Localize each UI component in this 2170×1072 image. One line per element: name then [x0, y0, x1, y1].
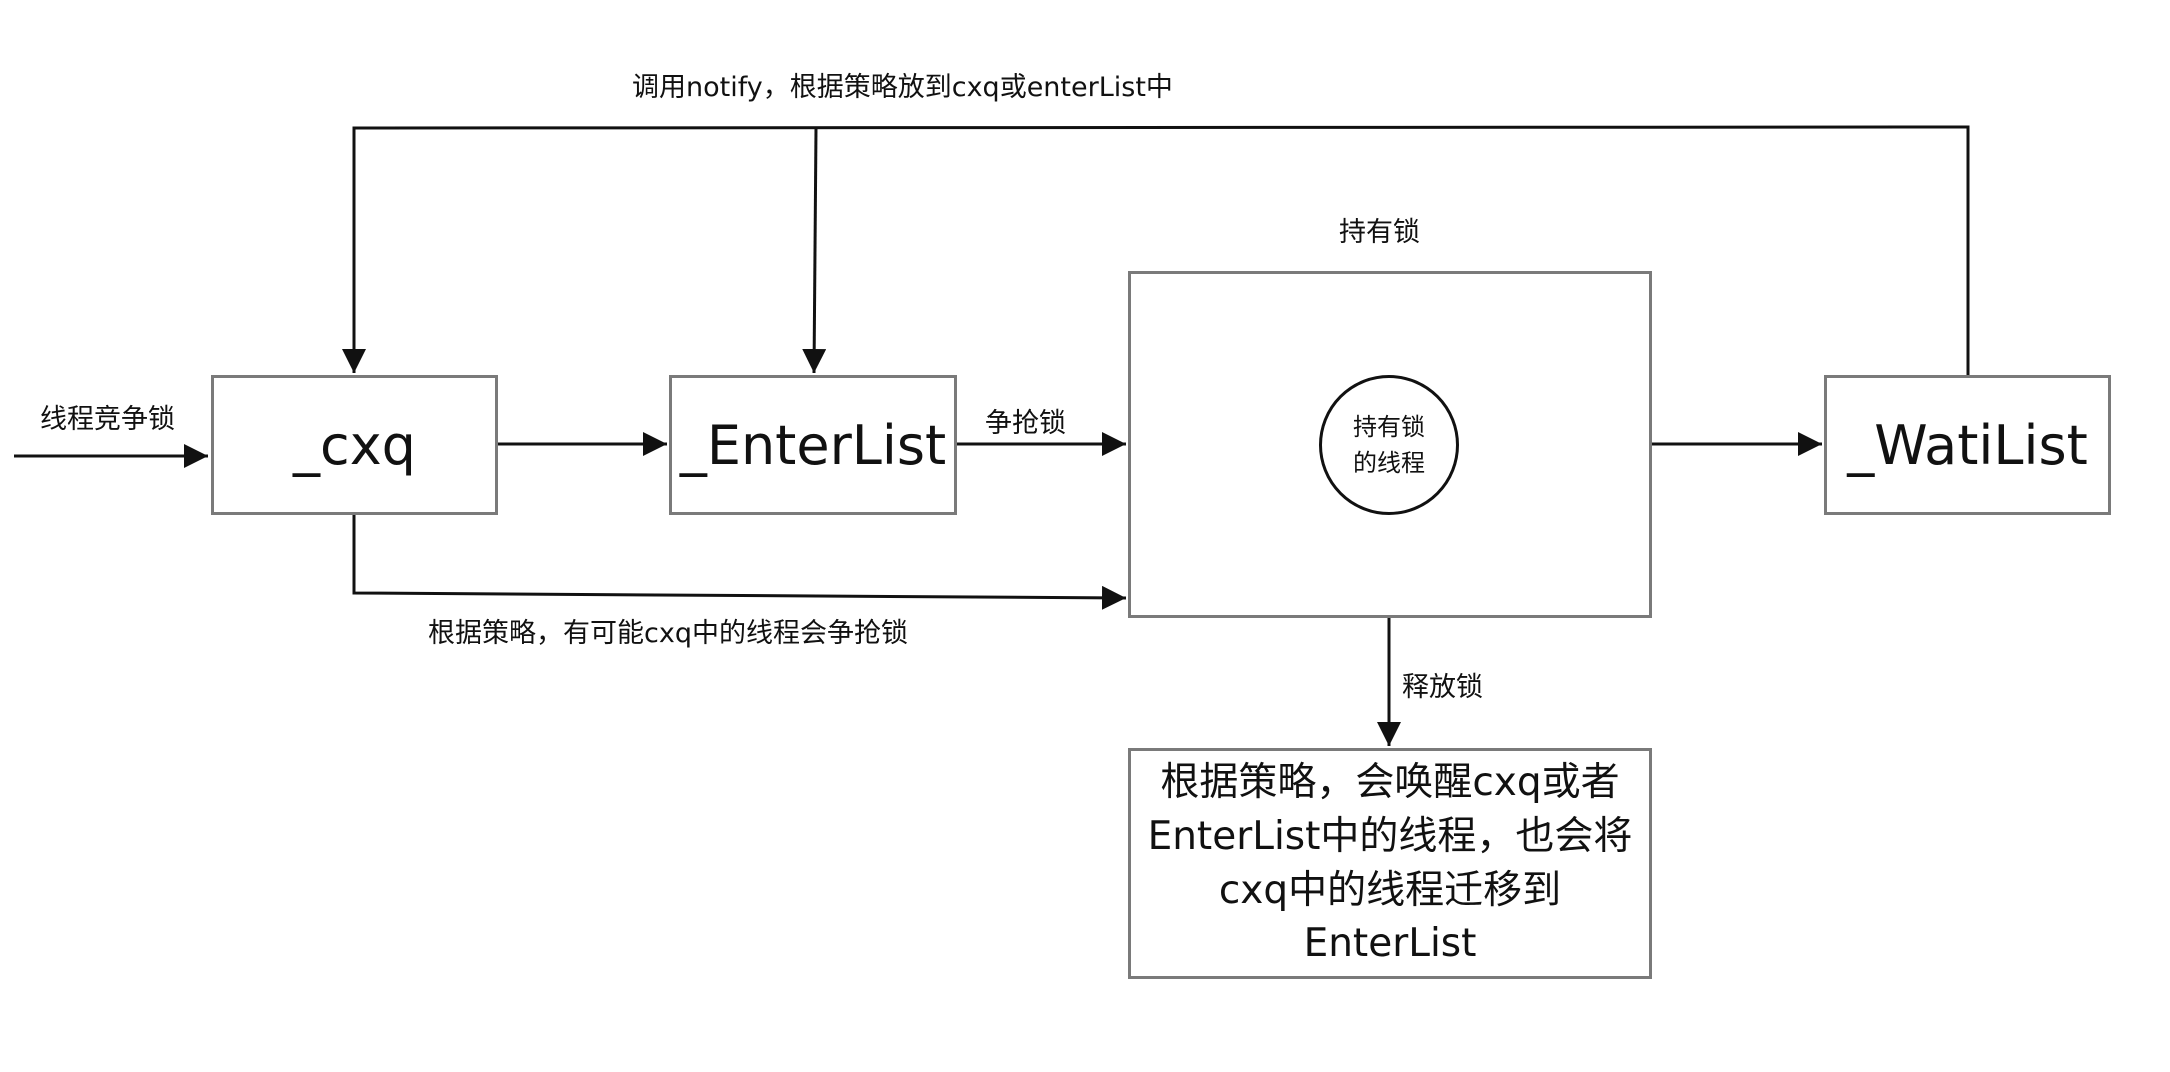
release-note-line-4: EnterList — [1303, 921, 1477, 967]
release-note-box: 根据策略，会唤醒cxq或者 EnterList中的线程，也会将 cxq中的线程迁… — [1128, 748, 1652, 979]
label-release: 释放锁 — [1402, 672, 1483, 703]
arrow-notify-loop — [342, 125, 1970, 375]
arrow-notify-to-enterlist — [802, 127, 827, 374]
label-incoming: 线程竞争锁 — [40, 404, 175, 435]
lock-holder-circle-line1: 持有锁 — [1353, 413, 1425, 441]
holder-title: 持有锁 — [1339, 217, 1420, 248]
waitlist-label: _WatiList — [1847, 413, 2088, 477]
lock-holder-circle: 持有锁 的线程 — [1319, 375, 1459, 515]
lock-holder-circle-line2: 的线程 — [1353, 449, 1425, 477]
label-notify: 调用notify，根据策略放到cxq或enterList中 — [632, 72, 1173, 103]
release-note-line-1: 根据策略，会唤醒cxq或者 — [1160, 759, 1620, 805]
lock-holder-box — [1128, 271, 1652, 618]
label-compete: 争抢锁 — [985, 408, 1066, 439]
waitlist-box: _WatiList — [1824, 375, 2111, 515]
enterlist-label: _EnterList — [679, 413, 947, 477]
cxq-label: _cxq — [293, 413, 416, 477]
arrow-cxq-to-holder — [352, 514, 1127, 610]
enterlist-box: _EnterList — [669, 375, 957, 515]
release-note-line-3: cxq中的线程迁移到 — [1218, 867, 1562, 913]
cxq-box: _cxq — [211, 375, 498, 515]
release-note-line-2: EnterList中的线程，也会将 — [1147, 813, 1633, 859]
label-cxq-compete: 根据策略，有可能cxq中的线程会争抢锁 — [428, 618, 908, 649]
